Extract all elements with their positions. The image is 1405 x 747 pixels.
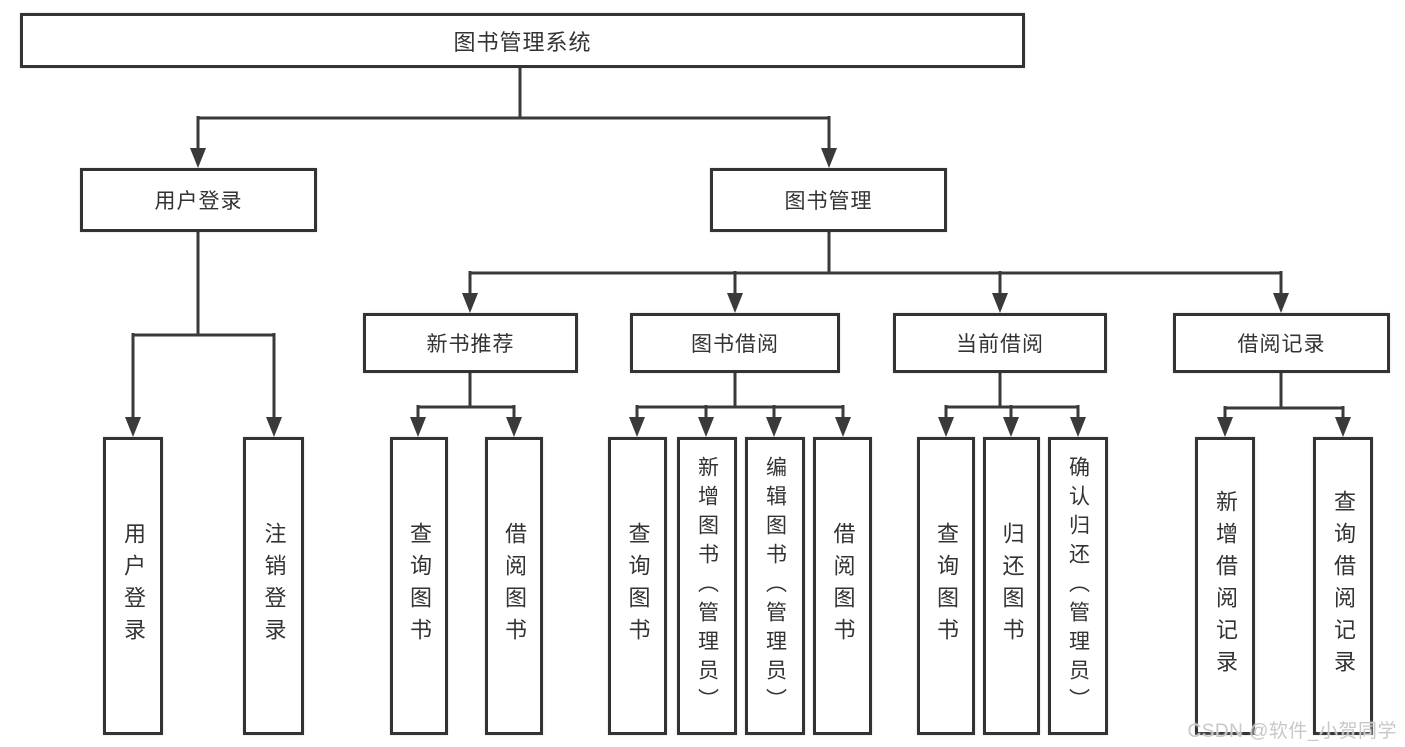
leaf-query-book-2-label: 查询图书 <box>625 522 651 650</box>
leaf-user-login: 用户登录 <box>103 437 163 735</box>
leaf-query-book-1-label: 查询图书 <box>407 522 432 650</box>
connector-user-login-split <box>133 232 274 337</box>
node-new-book-recommend: 新书推荐 <box>363 313 578 373</box>
leaf-query-book-2: 查询图书 <box>608 437 667 735</box>
node-book-management: 图书管理 <box>710 168 947 232</box>
leaf-borrow-book-2: 借阅图书 <box>813 437 872 735</box>
leaf-borrow-book-2-label: 借阅图书 <box>830 522 856 650</box>
leaf-return-book: 归还图书 <box>983 437 1040 735</box>
leaf-add-book-admin-label: 新增图书（管理员） <box>695 455 719 717</box>
leaf-query-book-3: 查询图书 <box>917 437 975 735</box>
connector-borrow-record-split <box>1225 373 1343 410</box>
node-user-login: 用户登录 <box>80 168 317 232</box>
leaf-query-borrow-record-label: 查询借阅记录 <box>1331 490 1356 682</box>
connector-new-book-split <box>418 373 514 409</box>
node-current-borrowing-label: 当前借阅 <box>956 333 1044 356</box>
connector-book-borrow-split <box>637 373 843 409</box>
leaf-add-book-admin: 新增图书（管理员） <box>677 437 737 735</box>
leaf-logout: 注销登录 <box>243 437 304 735</box>
csdn-watermark: CSDN @软件_小贺同学 <box>1187 721 1397 742</box>
arrowheads <box>125 148 1351 437</box>
leaf-add-borrow-record-label: 新增借阅记录 <box>1213 490 1238 682</box>
leaf-query-book-1: 查询图书 <box>390 437 448 735</box>
leaf-borrow-book-1-label: 借阅图书 <box>502 522 527 650</box>
node-borrowing-records-label: 借阅记录 <box>1237 333 1326 356</box>
node-book-management-label: 图书管理 <box>784 190 873 213</box>
leaf-edit-book-admin: 编辑图书（管理员） <box>745 437 805 735</box>
connector-current-borrow-split <box>946 373 1078 409</box>
leaf-add-borrow-record: 新增借阅记录 <box>1195 437 1255 735</box>
leaf-user-login-label: 用户登录 <box>121 522 146 650</box>
leaf-logout-label: 注销登录 <box>261 522 287 650</box>
leaf-query-book-3-label: 查询图书 <box>934 522 959 650</box>
node-root-system: 图书管理系统 <box>20 13 1025 68</box>
node-book-borrowing: 图书借阅 <box>630 313 840 373</box>
node-current-borrowing: 当前借阅 <box>893 313 1107 373</box>
node-new-book-recommend-label: 新书推荐 <box>426 333 515 356</box>
leaf-query-borrow-record: 查询借阅记录 <box>1313 437 1373 735</box>
node-root-label: 图书管理系统 <box>453 29 592 55</box>
leaf-borrow-book-1: 借阅图书 <box>485 437 543 735</box>
leaf-edit-book-admin-label: 编辑图书（管理员） <box>763 455 787 717</box>
leaf-confirm-return-admin-label: 确认归还（管理员） <box>1066 455 1090 717</box>
leaf-return-book-label: 归还图书 <box>999 522 1025 650</box>
connector-book-mgmt-split <box>470 232 1281 275</box>
node-book-borrowing-label: 图书借阅 <box>691 333 779 356</box>
node-borrowing-records: 借阅记录 <box>1173 313 1390 373</box>
connector-root-split <box>198 68 829 120</box>
node-user-login-label: 用户登录 <box>154 190 243 213</box>
leaf-confirm-return-admin: 确认归还（管理员） <box>1048 437 1108 735</box>
